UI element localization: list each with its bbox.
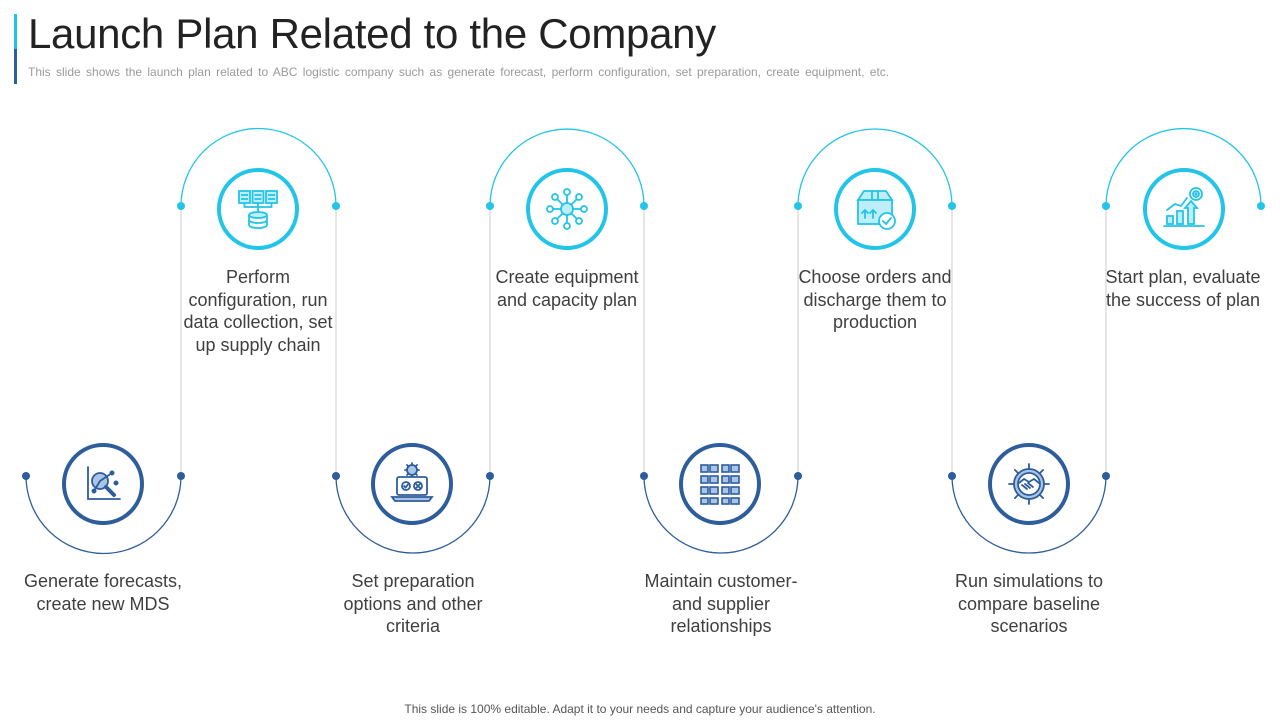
database-network-icon [235,186,281,232]
grid-list-icon [697,461,743,507]
step-1-circle [62,443,144,525]
package-check-icon [852,186,898,232]
step-2-label: Perform configuration, run data collecti… [183,267,333,355]
step-6-circle [834,168,916,250]
laptop-gear-icon [389,461,435,507]
step-3-circle [371,443,453,525]
step-5-circle [679,443,761,525]
step-4-circle [526,168,608,250]
footer-note: This slide is 100% editable. Adapt it to… [404,702,876,716]
page-title: Launch Plan Related to the Company [28,10,716,57]
analytics-magnifier-icon [80,461,126,507]
step-7-circle [988,443,1070,525]
step-6-label: Choose orders and discharge them to prod… [798,267,952,332]
step-3-label: Set preparation options and other criter… [343,571,483,636]
step-1-label: Generate forecasts, create new MDS [23,571,183,614]
step-8-label: Start plan, evaluate the success of plan [1105,267,1261,310]
network-hub-icon [544,186,590,232]
growth-target-icon [1161,186,1207,232]
step-7-label: Run simulations to compare baseline scen… [954,571,1104,636]
step-2-circle [217,168,299,250]
step-8-circle [1143,168,1225,250]
title-accent-bar [14,14,17,84]
gear-handshake-icon [1006,461,1052,507]
page-subtitle: This slide shows the launch plan related… [28,65,890,79]
step-4-label: Create equipment and capacity plan [495,267,639,310]
step-5-label: Maintain customer- and supplier relation… [644,571,798,636]
